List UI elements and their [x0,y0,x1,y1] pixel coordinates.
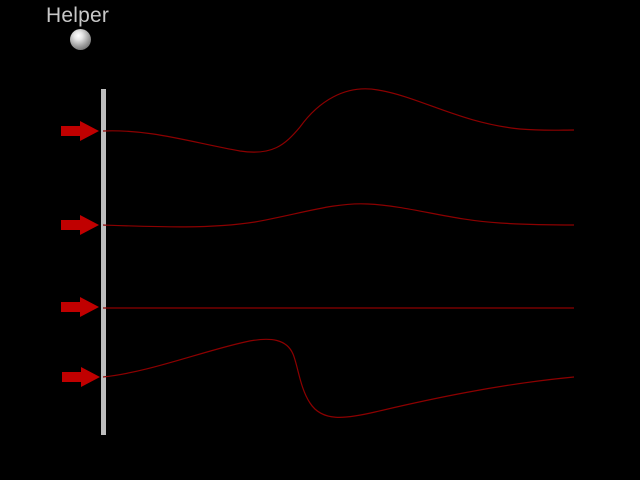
wave-line-4 [102,338,575,418]
wave-line-2 [102,203,575,228]
helper-ball-icon[interactable] [70,29,91,50]
right-arrow-icon[interactable] [61,215,99,235]
right-arrow-icon[interactable] [61,297,99,317]
vertical-post[interactable] [101,89,106,435]
right-arrow-icon[interactable] [62,367,100,387]
helper-label: Helper [46,4,110,27]
right-arrow-icon[interactable] [61,121,99,141]
wave-line-1 [102,88,575,153]
